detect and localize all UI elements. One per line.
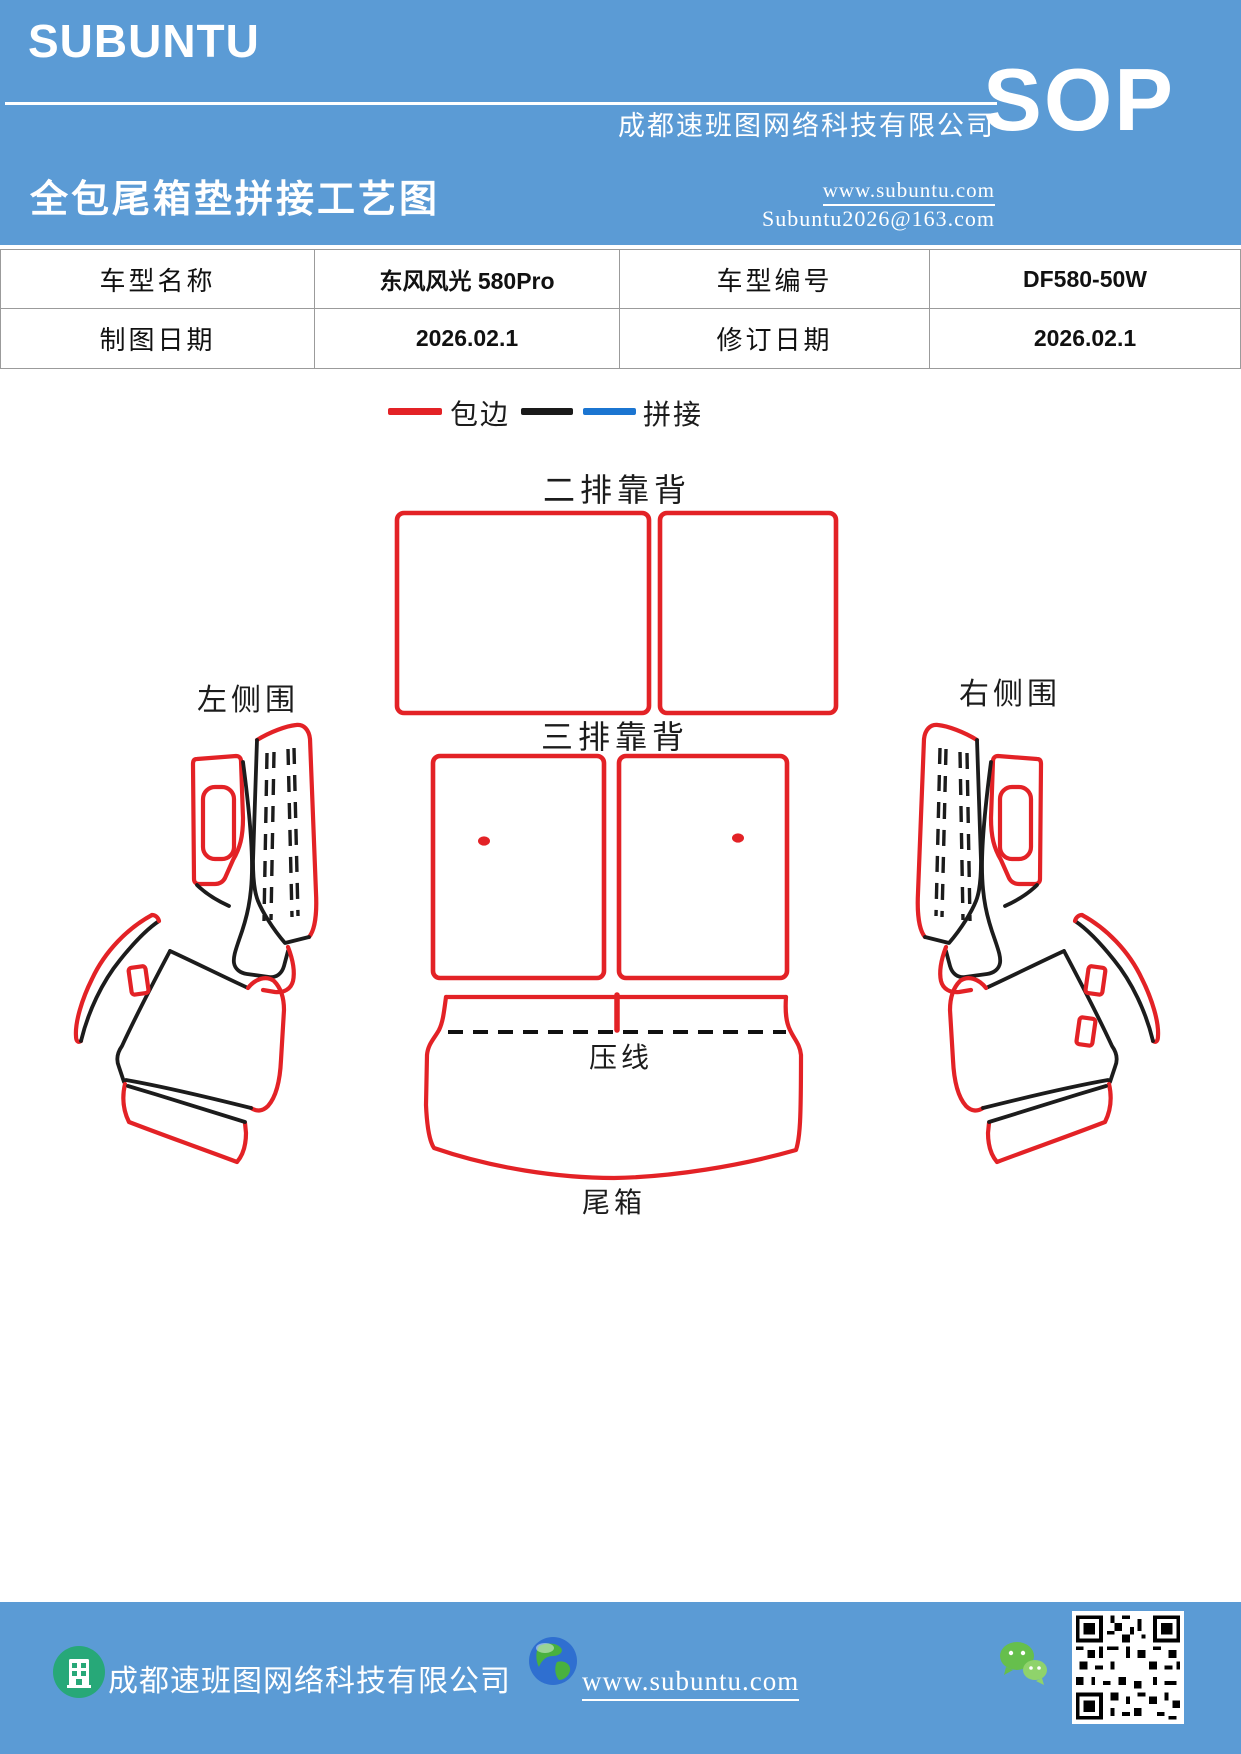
page-title: 全包尾箱垫拼接工艺图 (30, 179, 441, 221)
table-cell-model-code-value: DF580-50W (930, 250, 1240, 309)
qr-code (1072, 1611, 1184, 1724)
right-side-panel-cluster (918, 725, 1158, 1162)
brand-logo: SUBUNTU (28, 15, 260, 67)
building-icon (53, 1646, 105, 1698)
table-cell-model-name-label: 车型名称 (1, 250, 315, 309)
third-row-right-piece (616, 753, 790, 981)
legend-edge-label: 包边 (450, 400, 511, 431)
label-second-row-backrest: 二排靠背 (543, 472, 691, 508)
header-website-link[interactable]: www.subuntu.com (822, 178, 995, 206)
header-company-name: 成都速班图网络科技有限公司 (618, 111, 995, 141)
label-right-side-panel: 右侧围 (959, 678, 1061, 711)
trunk-piece (423, 992, 804, 1181)
table-cell-revision-date-value: 2026.02.1 (930, 309, 1240, 368)
footer-company-name: 成都速班图网络科技有限公司 (108, 1665, 511, 1698)
legend-edge-swatch (388, 408, 442, 415)
wechat-icon (1000, 1642, 1047, 1685)
sop-badge: SOP (983, 50, 1175, 149)
table-cell-draw-date-label: 制图日期 (1, 309, 315, 368)
header-email: Subuntu2026@163.com (762, 206, 995, 231)
legend-splice-blue-swatch (583, 408, 636, 415)
legend-splice-label: 拼接 (643, 400, 704, 431)
header-divider (5, 102, 997, 105)
label-third-row-backrest: 三排靠背 (541, 719, 689, 755)
vehicle-info-table: 车型名称 东风风光 580Pro 车型编号 DF580-50W 制图日期 202… (0, 249, 1241, 369)
third-row-left-hole-dot (478, 836, 490, 846)
right-panel-extra-hole (1074, 1015, 1098, 1048)
label-left-side-panel: 左侧围 (197, 684, 299, 717)
third-row-right-hole-dot (732, 833, 744, 843)
label-press-line: 压线 (589, 1042, 653, 1074)
header-band (0, 0, 1241, 245)
second-row-right-piece (657, 510, 839, 716)
left-side-panel-cluster (73, 722, 319, 1165)
third-row-left-piece (430, 753, 607, 981)
footer-website-link[interactable]: www.subuntu.com (582, 1666, 800, 1701)
table-cell-model-code-label: 车型编号 (620, 250, 930, 309)
table-cell-draw-date-value: 2026.02.1 (315, 309, 620, 368)
second-row-left-piece (394, 510, 652, 716)
globe-icon (529, 1637, 577, 1685)
label-trunk: 尾箱 (582, 1187, 646, 1219)
legend-splice-black-swatch (521, 408, 573, 415)
table-cell-revision-date-label: 修订日期 (620, 309, 930, 368)
table-cell-model-name-value: 东风风光 580Pro (315, 250, 620, 309)
